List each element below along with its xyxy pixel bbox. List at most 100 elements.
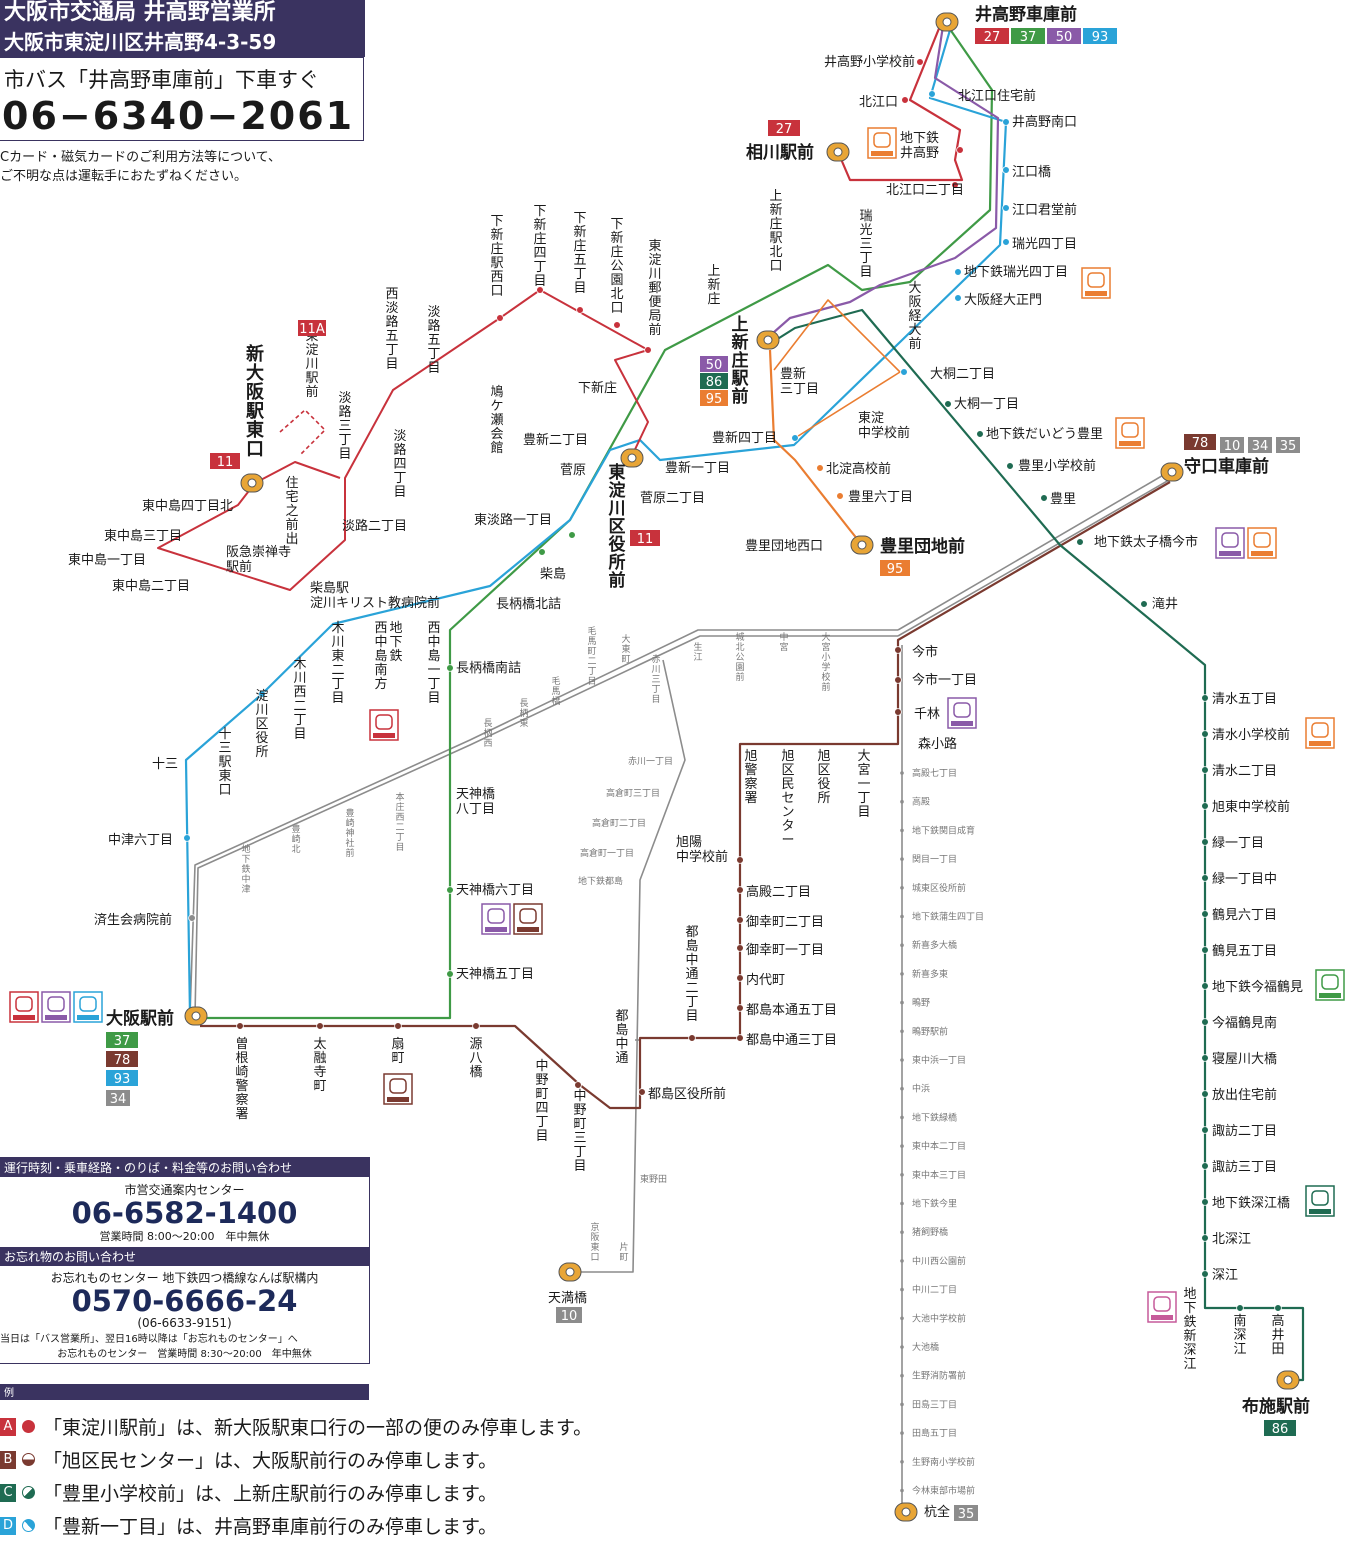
stop-label-vertical: 地下鉄西中島南方 [374, 621, 402, 692]
stop-label: 地下鉄太子橋今市 [1094, 534, 1198, 550]
stop-marker [1201, 1198, 1209, 1206]
gray-stop-label: 田島三丁目 [912, 1398, 957, 1410]
stop-label: 中津六丁目 [108, 833, 173, 848]
office-address: 大阪市東淀川区井高野4-3-59 [4, 30, 277, 54]
route-badge-label: 10 [561, 1309, 578, 1324]
stop-label: 淡路二丁目 [342, 518, 407, 534]
stop-label: 井高野小学校前 [824, 54, 915, 70]
stop-marker [956, 146, 964, 154]
stop-marker [538, 548, 546, 556]
stop-marker [258, 690, 266, 698]
stop-label-vertical: 上新庄駅北口 [769, 189, 782, 274]
subway-icon-band [871, 151, 893, 156]
terminal-label-tenmabashi: 天満橋 [548, 1291, 587, 1306]
route-badge-label: 10 [1224, 439, 1241, 454]
gray-stop-label: 生野消防署前 [912, 1370, 966, 1382]
gray-stop-marker [900, 972, 904, 976]
legend-dot [22, 1420, 35, 1433]
stop-marker [894, 646, 902, 654]
stop-label-vertical: 西中島一丁目 [427, 621, 440, 706]
route-badge-label: 34 [110, 1092, 127, 1107]
gray-stop-label: 赤川三丁目 [651, 654, 660, 705]
subway-icon-car [1311, 722, 1329, 738]
gray-stop-marker [900, 1115, 904, 1120]
stop-marker [1076, 538, 1084, 546]
subway-icon-car [1153, 1296, 1171, 1312]
gray-stop-marker [900, 828, 904, 833]
stop-marker [944, 400, 952, 408]
legend-row: B 「旭区民センター」は、大阪駅前行のみ停車します。 [0, 1443, 592, 1476]
route-badge-label: 37 [1020, 30, 1037, 45]
stop-label-vertical: 都島中通二丁目 [685, 925, 698, 1024]
stop-label: 旭東中学校前 [1212, 799, 1290, 815]
stop-marker [736, 886, 744, 894]
stop-marker [894, 708, 902, 716]
route-gray-line [194, 635, 898, 1017]
gray-stop-label: 生野南小学校前 [912, 1456, 975, 1468]
stop-label-vertical: 下新庄四丁目 [533, 204, 546, 289]
stop-marker [1236, 1304, 1244, 1312]
gray-stop-label: 高倉町三丁目 [606, 787, 660, 799]
route-gray-line [897, 475, 1177, 637]
gray-stop-label: 城東区役所前 [912, 882, 966, 894]
terminal-center [901, 1507, 911, 1517]
subway-icon-band [1119, 441, 1141, 446]
stop-marker [1201, 694, 1209, 702]
stop-label: 北江口住宅前 [958, 88, 1036, 104]
stop-label: 東中島二丁目 [112, 578, 190, 594]
stop-label: 下新庄 [578, 380, 617, 396]
lost-hours: お忘れものセンター 営業時間 8:30〜20:00 年中無休 [57, 1349, 312, 1360]
stop-marker [1006, 462, 1014, 470]
gray-stop-label: 東中本二丁目 [912, 1140, 966, 1152]
route-badge [1083, 28, 1117, 44]
gray-stop-marker [900, 857, 904, 861]
stop-marker [951, 181, 959, 189]
route-93-line [184, 29, 1008, 1017]
stop-label: 都島区役所前 [648, 1086, 726, 1102]
gray-stop-label: 中川西公園前 [912, 1255, 966, 1267]
stop-label: 都島本通五丁目 [746, 1003, 837, 1018]
terminal-label-toyosato: 豊里団地前 [880, 536, 965, 557]
stop-label-vertical: 西淡路五丁目 [385, 287, 398, 372]
stop-label: 豊里団地西口 [745, 539, 823, 554]
card-note-line2: ご不明な点は運転手におたずねください。 [0, 169, 248, 184]
stop-label-vertical: 都島中通 [615, 1009, 628, 1066]
gray-stop-marker [900, 1488, 904, 1493]
subway-icon-car [79, 996, 97, 1012]
stop-label: 江口橋 [1012, 165, 1051, 180]
stop-marker [1201, 1018, 1209, 1026]
route-badge-label: 27 [984, 30, 1001, 45]
stop-label: 大阪経大正門 [964, 293, 1042, 308]
terminal-label-shinosaka: 新大阪駅東口 [245, 343, 265, 460]
stop-marker [1040, 494, 1048, 502]
stop-marker [446, 970, 454, 978]
lost-center-name: お忘れものセンター 地下鉄四つ橋線なんば駅構内 [50, 1271, 319, 1285]
gray-stop-marker [900, 914, 904, 919]
info-center-name: 市営交通案内センター [124, 1183, 245, 1197]
stop-label: 東中島三丁目 [104, 528, 182, 544]
gray-stop-marker [900, 1373, 904, 1378]
lost-bar: お忘れ物のお問い合わせ [0, 1247, 369, 1266]
office-title: 大阪市交通局 井高野営業所 [4, 0, 276, 25]
lost-note: 当日は「バス営業所」、翌日16時以降は「お忘れものセンター」へ [0, 1334, 298, 1345]
terminal-center [1167, 467, 1177, 477]
gray-stop-label: 京阪東口 [590, 1221, 599, 1263]
gray-stop-label: 豊崎北 [291, 823, 300, 855]
stop-marker [688, 1034, 696, 1042]
gray-stop-label: 東野田 [640, 1173, 667, 1185]
office-header: 大阪市交通局 井高野営業所 大阪市東淀川区井高野4-3-59 [0, 0, 365, 57]
subway-icon-band [485, 927, 507, 932]
stop-marker [736, 1034, 744, 1042]
stop-marker [954, 294, 962, 302]
gray-stop-label: 赤川一丁目 [628, 756, 673, 767]
legend-row: C 「豊里小学校前」は、上新庄駅前行のみ停車します。 [0, 1476, 592, 1509]
subway-icon-band [13, 1015, 35, 1020]
route-gray-line [897, 469, 1173, 631]
stop-marker [836, 492, 844, 500]
stop-marker [736, 1004, 744, 1012]
stop-marker [394, 1022, 402, 1030]
stop-label: 清水五丁目 [1212, 692, 1277, 707]
stop-label-vertical: 中野町三丁目 [573, 1089, 586, 1174]
legend-text: 「豊里小学校前」は、上新庄駅前行のみ停車します。 [43, 1483, 498, 1505]
stop-label-vertical: 木川西二丁目 [293, 657, 306, 742]
